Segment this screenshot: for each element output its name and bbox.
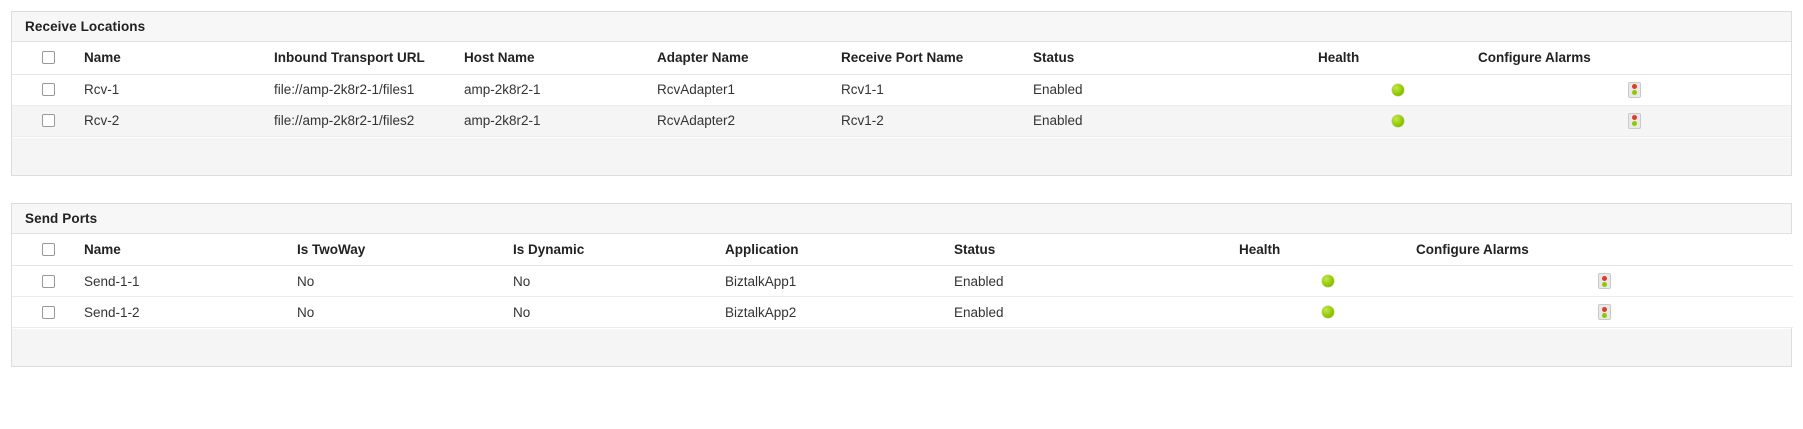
column-header-inbound-transport-url[interactable]: Inbound Transport URL (274, 42, 464, 75)
column-header-receive-port-name[interactable]: Receive Port Name (841, 42, 1033, 75)
select-all-header (12, 42, 84, 75)
cell-is-twoway: No (297, 265, 513, 297)
column-header-is-dynamic[interactable]: Is Dynamic (513, 233, 725, 266)
column-header-is-twoway[interactable]: Is TwoWay (297, 233, 513, 266)
column-header-status[interactable]: Status (954, 233, 1239, 266)
cell-adapter-name: RcvAdapter1 (657, 74, 841, 106)
table-header-row: Name Is TwoWay Is Dynamic Application St… (12, 233, 1793, 266)
health-green-dot-icon (1392, 83, 1404, 96)
column-header-name[interactable]: Name (84, 42, 274, 75)
column-header-configure-alarms[interactable]: Configure Alarms (1478, 42, 1791, 75)
cell-name: Rcv-2 (84, 105, 274, 137)
select-all-header (12, 233, 84, 266)
row-select-cell (12, 265, 84, 297)
row-checkbox[interactable] (41, 83, 55, 96)
table-row[interactable]: Send-1-1 No No BiztalkApp1 Enabled (12, 265, 1793, 297)
cell-inbound-transport-url: file://amp-2k8r2-1/files2 (274, 105, 464, 137)
row-select-cell (12, 105, 84, 137)
select-all-checkbox[interactable] (41, 51, 55, 65)
cell-health (1239, 265, 1416, 297)
column-header-name[interactable]: Name (84, 233, 297, 266)
cell-host-name: amp-2k8r2-1 (464, 105, 657, 137)
cell-is-dynamic: No (513, 296, 725, 328)
column-header-status[interactable]: Status (1033, 42, 1318, 75)
traffic-light-icon[interactable] (1598, 304, 1611, 320)
column-header-host-name[interactable]: Host Name (464, 42, 657, 75)
cell-status: Enabled (1033, 74, 1318, 106)
cell-is-twoway: No (297, 296, 513, 328)
cell-configure-alarms (1416, 265, 1793, 297)
column-header-health[interactable]: Health (1318, 42, 1478, 75)
table-row[interactable]: Rcv-1 file://amp-2k8r2-1/files1 amp-2k8r… (12, 74, 1791, 106)
cell-host-name: amp-2k8r2-1 (464, 74, 657, 106)
row-checkbox[interactable] (41, 114, 55, 127)
cell-status: Enabled (1033, 105, 1318, 137)
health-green-dot-icon (1321, 275, 1334, 287)
health-green-dot-icon (1321, 306, 1334, 318)
cell-receive-port-name: Rcv1-2 (841, 105, 1033, 137)
column-header-configure-alarms[interactable]: Configure Alarms (1416, 233, 1793, 266)
row-select-cell (12, 74, 84, 106)
cell-application: BiztalkApp1 (725, 265, 954, 297)
traffic-light-icon[interactable] (1628, 81, 1641, 98)
cell-health (1239, 296, 1416, 328)
cell-name: Send-1-1 (84, 265, 297, 297)
send-ports-panel: Send Ports Name (11, 202, 1793, 367)
cell-inbound-transport-url: file://amp-2k8r2-1/files1 (274, 74, 464, 106)
table-row[interactable]: Send-1-2 No No BiztalkApp2 Enabled (12, 296, 1793, 328)
send-ports-footer (12, 328, 1791, 366)
send-ports-table: Name Is TwoWay Is Dynamic Application St… (12, 233, 1793, 328)
column-header-health[interactable]: Health (1239, 233, 1416, 266)
row-checkbox[interactable] (41, 274, 55, 288)
cell-adapter-name: RcvAdapter2 (657, 105, 841, 137)
cell-name: Rcv-1 (84, 74, 274, 106)
cell-receive-port-name: Rcv1-1 (841, 74, 1033, 106)
cell-status: Enabled (954, 296, 1239, 328)
select-all-checkbox[interactable] (41, 242, 55, 256)
cell-configure-alarms (1478, 105, 1791, 137)
row-checkbox[interactable] (41, 305, 55, 319)
column-header-application[interactable]: Application (725, 233, 954, 266)
cell-configure-alarms (1416, 296, 1793, 328)
cell-name: Send-1-2 (84, 296, 297, 328)
cell-is-dynamic: No (513, 265, 725, 297)
receive-locations-table: Name Inbound Transport URL Host Name Ada… (12, 42, 1791, 137)
table-header-row: Name Inbound Transport URL Host Name Ada… (12, 42, 1791, 75)
column-header-adapter-name[interactable]: Adapter Name (657, 42, 841, 75)
send-ports-title: Send Ports (12, 203, 1791, 234)
traffic-light-icon[interactable] (1628, 112, 1641, 129)
table-row[interactable]: Rcv-2 file://amp-2k8r2-1/files2 amp-2k8r… (12, 105, 1791, 137)
health-green-dot-icon (1392, 114, 1404, 127)
receive-locations-title: Receive Locations (12, 12, 1791, 42)
cell-configure-alarms (1478, 74, 1791, 106)
row-select-cell (12, 296, 84, 328)
receive-locations-panel: Receive Locations (11, 11, 1792, 176)
traffic-light-icon[interactable] (1598, 273, 1611, 289)
receive-locations-footer (12, 136, 1791, 175)
cell-application: BiztalkApp2 (725, 296, 954, 328)
cell-health (1318, 105, 1478, 137)
cell-status: Enabled (954, 265, 1239, 297)
cell-health (1318, 74, 1478, 106)
